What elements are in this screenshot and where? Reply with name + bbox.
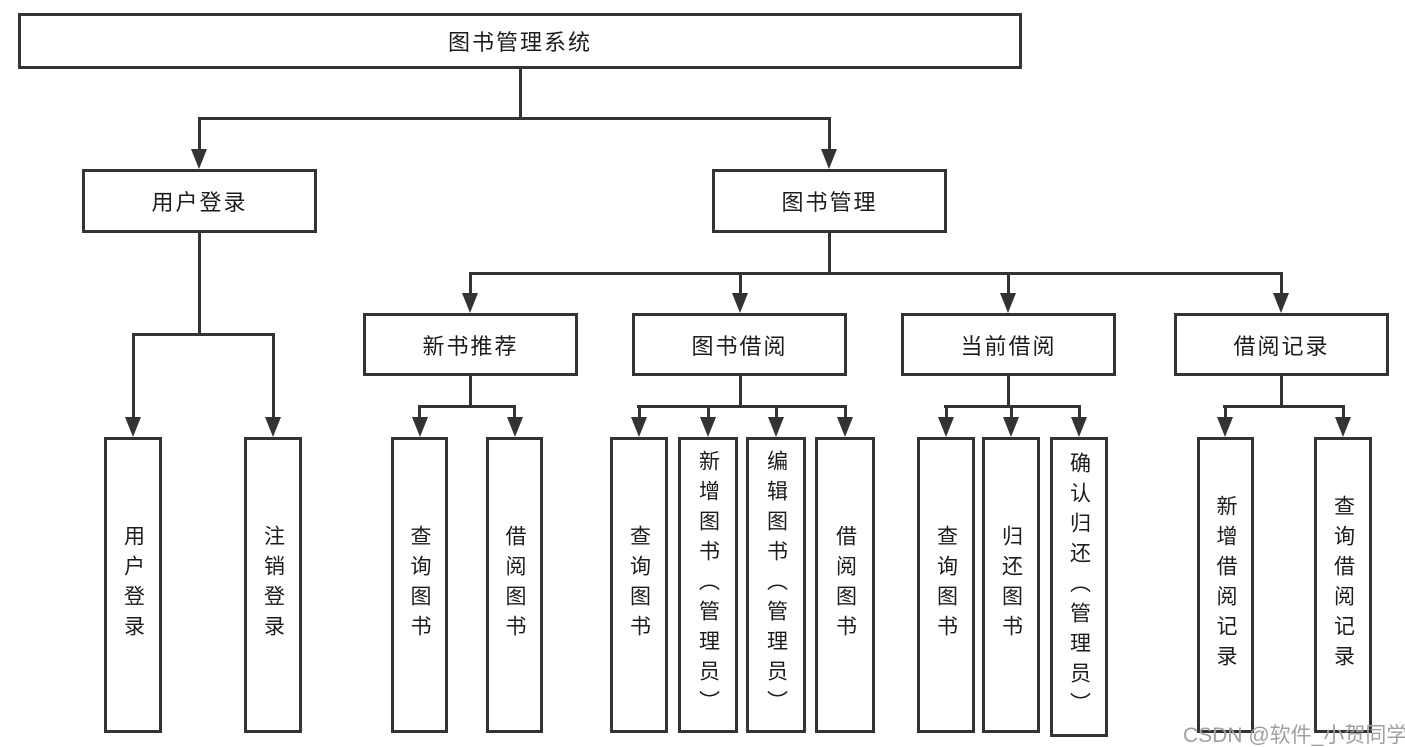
leaf-borrow-books: 借阅图书 [815, 437, 875, 733]
arrowhead-down-icon [837, 417, 853, 437]
leaf-add-book-admin: 新增图书（管理员） [678, 437, 738, 733]
arrowhead-down-icon [1003, 417, 1019, 437]
connector-vline [198, 117, 201, 152]
node-book-borrowing: 图书借阅 [632, 313, 847, 376]
leaf-logout: 注销登录 [244, 437, 302, 733]
node-root-system: 图书管理系统 [18, 13, 1022, 69]
connector-hline [637, 405, 846, 408]
leaf-return-book: 归还图书 [982, 437, 1040, 733]
connector-vline [844, 405, 847, 419]
connector-vline [1224, 405, 1227, 419]
connector-hline [132, 333, 275, 336]
connector-hline [469, 272, 1283, 275]
leaf-user-login: 用户登录 [104, 437, 162, 733]
arrowhead-down-icon [1217, 417, 1233, 437]
leaf-borrow-books: 借阅图书 [486, 437, 543, 733]
arrowhead-down-icon [125, 417, 141, 437]
leaf-confirm-return-admin: 确认归还（管理员） [1050, 437, 1108, 737]
connector-hline [198, 117, 831, 120]
connector-vline [1007, 376, 1010, 407]
connector-vline [739, 272, 742, 296]
connector-vline [739, 376, 742, 407]
leaf-query-books: 查询图书 [391, 437, 448, 733]
arrowhead-down-icon [412, 417, 428, 437]
connector-vline [638, 405, 641, 419]
connector-vline [828, 117, 831, 152]
connector-vline [513, 405, 516, 419]
connector-vline [1010, 405, 1013, 419]
arrowhead-down-icon [821, 149, 837, 169]
arrowhead-down-icon [1000, 293, 1016, 313]
connector-vline [707, 405, 710, 419]
connector-vline [418, 405, 421, 419]
connector-vline [132, 333, 135, 419]
leaf-add-borrow-record: 新增借阅记录 [1197, 437, 1254, 733]
arrowhead-down-icon [507, 417, 523, 437]
connector-vline [469, 376, 472, 407]
connector-vline [1280, 376, 1283, 407]
connector-vline [775, 405, 778, 419]
connector-vline [1007, 272, 1010, 296]
connector-vline [1280, 272, 1283, 296]
arrowhead-down-icon [700, 417, 716, 437]
node-borrow-records: 借阅记录 [1174, 313, 1389, 376]
connector-vline [828, 233, 831, 275]
arrowhead-down-icon [1335, 417, 1351, 437]
arrowhead-down-icon [1071, 417, 1087, 437]
connector-vline [272, 333, 275, 419]
csdn-watermark: CSDN @软件_小贺同学 [1183, 724, 1405, 747]
node-current-borrowing: 当前借阅 [901, 313, 1116, 376]
node-user-login: 用户登录 [82, 169, 317, 233]
node-book-management: 图书管理 [712, 169, 947, 233]
leaf-query-books: 查询图书 [610, 437, 668, 733]
arrowhead-down-icon [462, 293, 478, 313]
connector-vline [469, 272, 472, 296]
connector-vline [945, 405, 948, 419]
arrowhead-down-icon [191, 149, 207, 169]
arrowhead-down-icon [732, 293, 748, 313]
node-new-book-recommend: 新书推荐 [363, 313, 578, 376]
arrowhead-down-icon [265, 417, 281, 437]
leaf-query-borrow-record: 查询借阅记录 [1314, 437, 1372, 733]
arrowhead-down-icon [938, 417, 954, 437]
connector-vline [1078, 405, 1081, 419]
leaf-query-books: 查询图书 [917, 437, 975, 733]
arrowhead-down-icon [768, 417, 784, 437]
arrowhead-down-icon [1273, 293, 1289, 313]
connector-hline [418, 405, 516, 408]
connector-hline [1223, 405, 1345, 408]
arrowhead-down-icon [631, 417, 647, 437]
connector-vline [198, 233, 201, 336]
leaf-edit-book-admin: 编辑图书（管理员） [746, 437, 806, 733]
connector-vline [1342, 405, 1345, 419]
connector-vline [519, 69, 522, 119]
